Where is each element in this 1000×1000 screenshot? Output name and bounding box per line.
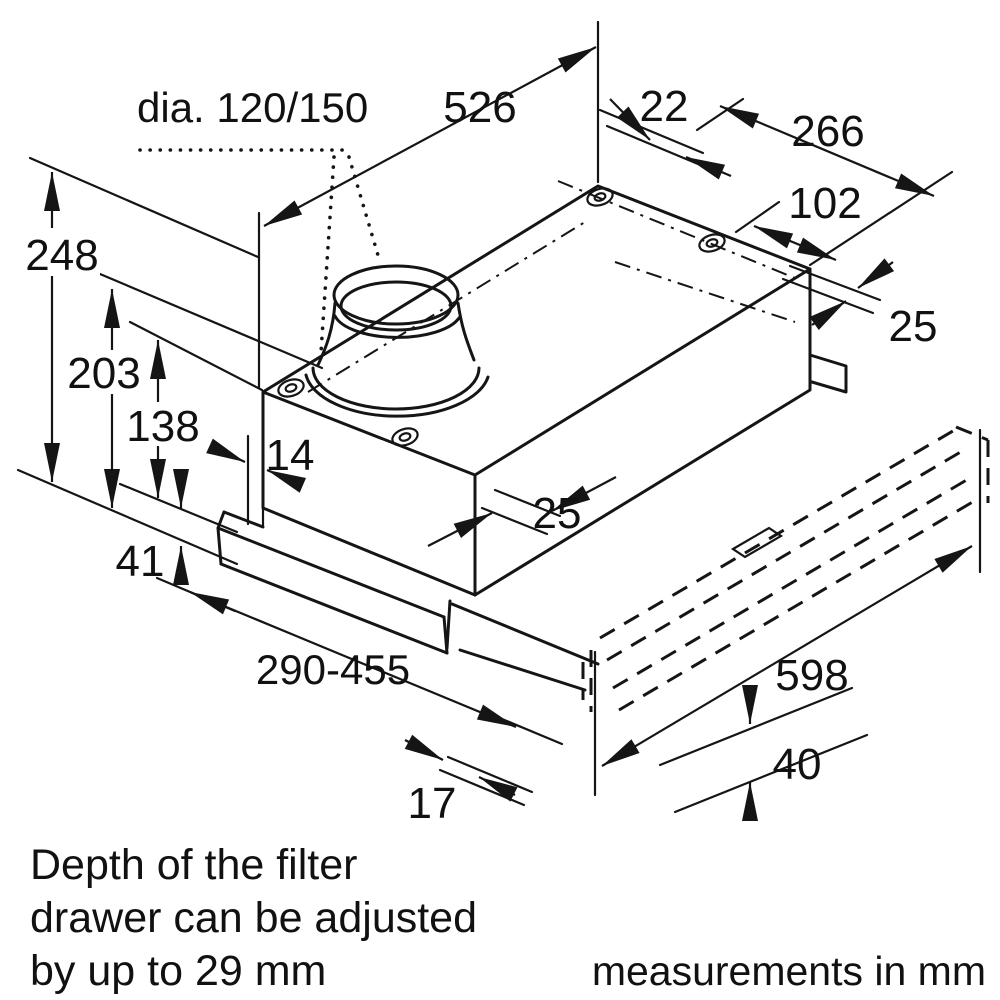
dim-screw-spacing: 266: [791, 107, 864, 156]
dim-drawer-depth-range: 290-455: [256, 646, 410, 693]
screw-hole-icon: [698, 233, 726, 253]
note-line-1: Depth of the filter: [30, 841, 357, 889]
dim-panel-height: 40: [773, 740, 822, 789]
dim-height-mid: 138: [126, 402, 199, 451]
screw-holes: [277, 187, 726, 447]
dim-rail-height: 41: [116, 537, 165, 586]
dim-screw-to-corner: 102: [788, 179, 861, 228]
mounting-bracket: [808, 353, 848, 394]
duct-collar: [304, 264, 490, 418]
screw-hole-icon: [586, 187, 614, 207]
units-label: measurements in mm: [592, 948, 986, 994]
dimension-graphics: [16, 20, 982, 821]
dim-body-depth: 526: [443, 83, 516, 132]
dim-rear-edge-to-screw: 22: [640, 82, 689, 131]
dim-hood-width: 598: [775, 651, 848, 700]
footnotes: Depth of the filter drawer can be adjust…: [30, 841, 986, 995]
dim-front-lip: 25: [533, 489, 582, 538]
dim-rail-gap: 17: [408, 779, 457, 828]
dim-rear-lip: 25: [889, 302, 938, 351]
dim-height-body: 203: [67, 349, 140, 398]
note-line-3: by up to 29 mm: [30, 947, 326, 995]
dimension-labels: dia. 120/150 526 22 266 102 25 248 203 1…: [24, 82, 937, 828]
screw-hole-icon: [391, 427, 419, 447]
dim-height-total: 248: [25, 231, 98, 280]
dim-front-offset: 14: [266, 431, 315, 480]
center-lines: [307, 180, 803, 393]
drawer-handle: [730, 526, 784, 559]
note-line-2: drawer can be adjusted: [30, 894, 477, 942]
screw-hole-icon: [277, 378, 305, 398]
dim-duct-diameter: dia. 120/150: [137, 84, 368, 131]
